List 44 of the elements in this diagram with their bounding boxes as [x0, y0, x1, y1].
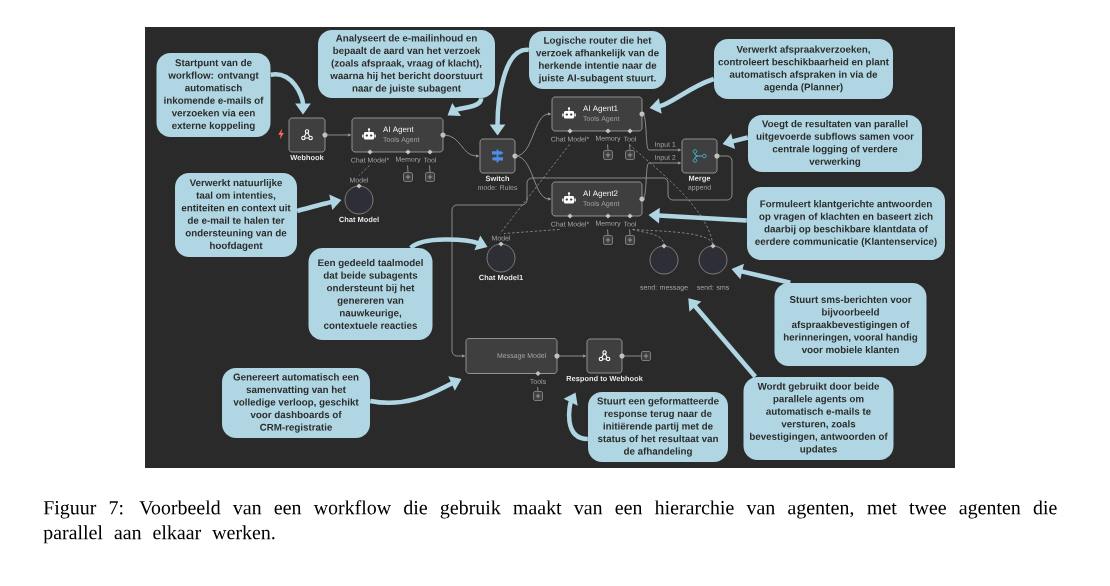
callout-bubble: Formuleert klantgerichte antwoorden op vragen of klachten en baseert zich daarbij op beschikbare klantdata of eerdere communicatie (Klantenservice) [747, 187, 945, 260]
callout-bubble: Wordt gebruikt door beide parallele agents om automatisch e-mails te versturen, zoals bevestigingen, antwoorden of updates [743, 377, 894, 460]
dashed-connector [358, 165, 370, 176]
dashed-connector [632, 229, 665, 246]
add-button [603, 150, 613, 160]
callout-bubble: Een gedeeld taalmodel dat beide subagents ondersteunt bij het genereren van nauwkeurige, contextuele reacties [308, 248, 433, 340]
callout-bubble: Genereert automatisch een samenvatting van het volledige verloop, geschikt voor dashboards of CRM-registratie [222, 368, 370, 438]
callout-bubble: Logische router die het verzoek afhankelijk van de herkende intentie naar de juiste AI-subagent stuurt. [529, 31, 666, 89]
add-button [403, 172, 413, 182]
add-button [625, 150, 635, 160]
connector-line [642, 113, 681, 152]
connector-line [629, 229, 631, 236]
callout-bubble: Voegt de resultaten van parallel uitgevoerde subflows samen voor centrale logging of verdere verwerking [748, 115, 922, 172]
connector-line [629, 144, 631, 151]
dashed-connector [503, 229, 560, 234]
connector-line [557, 354, 586, 358]
callout-bubble: Startpunt van de workflow: ontvangt automatisch inkomende e-mails of verzoeken via een externe koppeling [156, 53, 271, 137]
connector-line [607, 144, 609, 151]
callout-bubble: Stuurt sms-berichten voor bijvoorbeeld afspraakbevestigingen of herinneringen, vooral handig voor mobiele klanten [774, 283, 927, 366]
connector-line [325, 133, 351, 137]
connector-line [607, 229, 609, 236]
add-button [603, 235, 613, 245]
add-button [425, 172, 435, 182]
callout-bubble: Verwerkt afspraakverzoeken, controleert beschikbaarheid en plant automatisch afspraken in via de agenda (Planner) [714, 39, 893, 99]
connector-line [451, 155, 733, 358]
connector-line [515, 155, 551, 201]
connector-line [622, 355, 642, 357]
connector-line [642, 161, 681, 200]
connector-line [407, 165, 409, 173]
figure-caption: Figuur 7: Voorbeeld van een workflow die gebruik maakt van een hierarchie van agenten, met twee agenten die parallel aan elkaar werken. [43, 500, 1057, 544]
connector-line [429, 165, 431, 173]
dashed-connector [629, 144, 714, 246]
callout-bubble: Stuurt een geformatteerde response terug naar de initiërende partij met de status of het resultaat van de afhandeling [588, 392, 728, 462]
connector-line [443, 134, 479, 158]
add-button [625, 235, 635, 245]
add-button [533, 391, 543, 401]
dashed-connector [499, 144, 570, 234]
connector-line [537, 386, 539, 392]
dashed-connector [632, 229, 714, 246]
callout-bubble: Verwerkt natuurlijke taal om intenties, entiteiten en context uit de e-mail te halen ter ondersteuning van de hoofdagent [175, 173, 297, 257]
callout-arrow [688, 298, 757, 379]
callout-bubble: Analyseert de e-mailinhoud en bepaalt de aard van het verzoek (zoals afspraak, vraag of klacht), waarna hij het bericht doorstuurt naar de juiste subagent [318, 30, 495, 98]
add-button [641, 351, 651, 361]
connector-line [515, 112, 551, 157]
